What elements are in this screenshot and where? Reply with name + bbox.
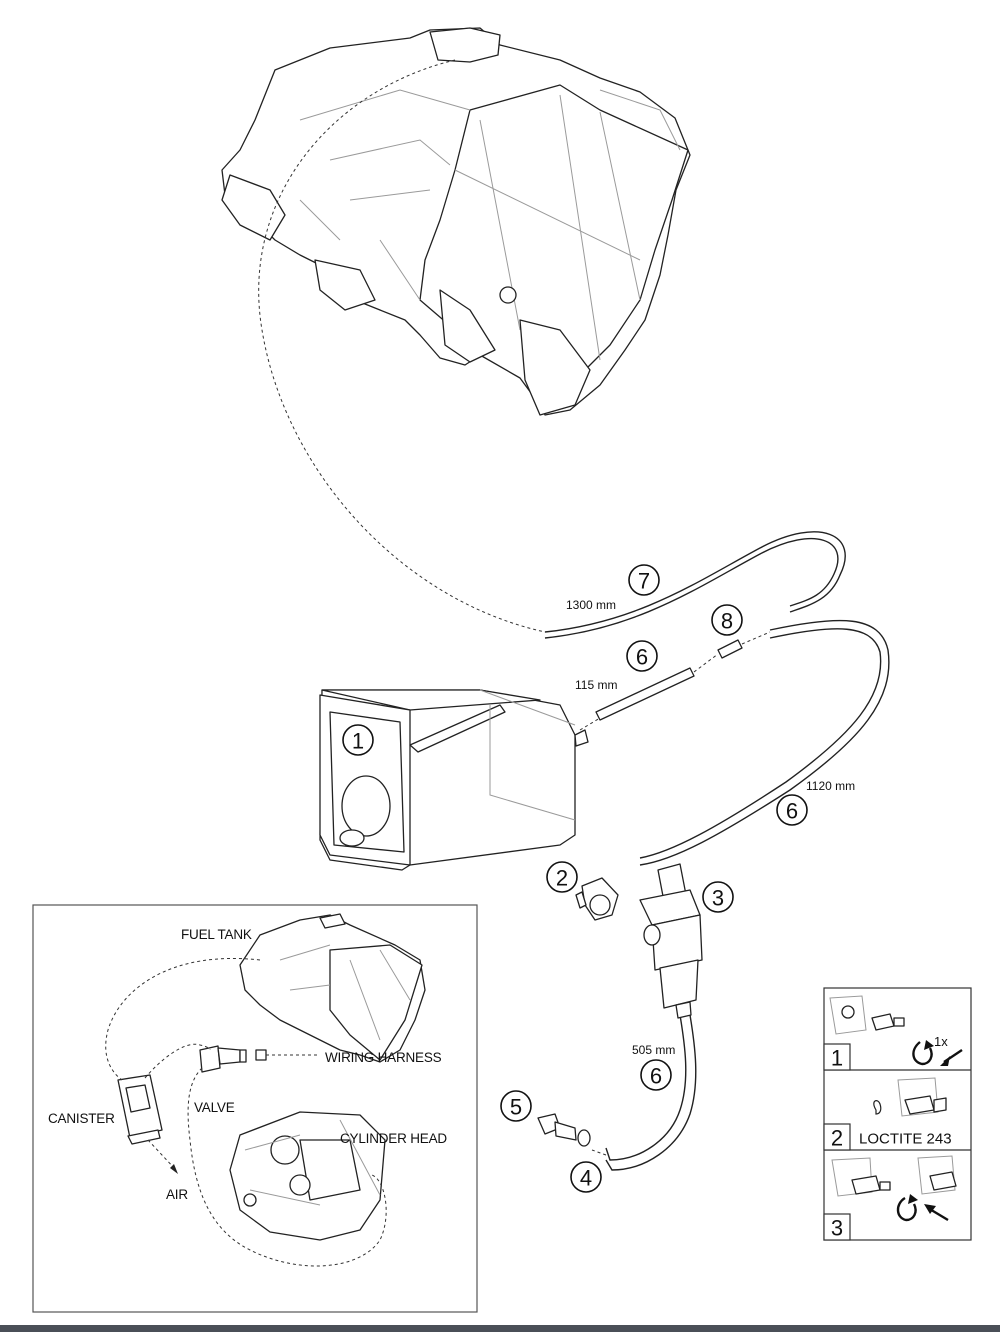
dim-hose-6-long: 1120 mm [806, 779, 855, 793]
callout-6-lower: 6 [640, 1059, 672, 1091]
dim-hose-6-lower: 505 mm [632, 1043, 675, 1057]
step-3-number: 3 [831, 1216, 843, 1241]
system-schematic-inset: FUEL TANK CANISTER VALVE WIRING HARNESS … [32, 904, 478, 1313]
step-3: 3 [823, 1155, 957, 1241]
inset-valve [199, 1045, 267, 1073]
callout-2: 2 [546, 861, 578, 893]
callout-7: 7 [628, 564, 660, 596]
callout-2-text: 2 [556, 866, 568, 891]
label-air: AIR [166, 1187, 188, 1202]
dim-hose-7: 1300 mm [566, 598, 616, 612]
hose-6-long [639, 619, 890, 866]
callout-3-text: 3 [712, 886, 724, 911]
hose-clamp-4 [577, 1129, 591, 1147]
bottom-bar [0, 1325, 1000, 1332]
callout-6-short: 6 [626, 640, 658, 672]
step-2-number: 2 [831, 1126, 843, 1151]
inset-fuel-tank [239, 913, 426, 1063]
inset-cylinder-head [229, 1111, 386, 1241]
callout-6-lower-text: 6 [650, 1064, 662, 1089]
hose-connector-8 [717, 639, 743, 659]
carbon-canister [319, 689, 589, 871]
callout-4: 4 [570, 1161, 602, 1193]
label-wiring-harness: WIRING HARNESS [325, 1050, 442, 1065]
hose-6-short [595, 667, 695, 721]
label-valve: VALVE [194, 1100, 235, 1115]
callout-4-text: 4 [580, 1166, 592, 1191]
loctite-drop-icon [873, 1100, 882, 1115]
callout-6-long: 6 [776, 794, 808, 826]
callout-7-text: 7 [638, 569, 650, 594]
step-1: 1 1x [823, 995, 963, 1071]
label-fuel-tank: FUEL TANK [181, 927, 252, 942]
callout-6-short-text: 6 [636, 645, 648, 670]
step-1-note: 1x [934, 1034, 948, 1049]
hose-7 [544, 531, 846, 633]
rotate-arrow-icon [912, 1041, 933, 1066]
callout-5-text: 5 [510, 1095, 522, 1120]
assembly-steps-panel: 1 1x 2 LOCTITE 243 3 [823, 987, 972, 1241]
inset-canister [117, 1074, 163, 1145]
callout-6-long-text: 6 [786, 799, 798, 824]
dim-hose-6-short: 115 mm [575, 678, 617, 692]
callout-3: 3 [702, 881, 734, 913]
step-1-number: 1 [831, 1046, 843, 1071]
step-2: 2 LOCTITE 243 [823, 1077, 952, 1151]
callout-1: 1 [342, 724, 374, 756]
callout-5: 5 [500, 1090, 532, 1122]
vent-hose-to-tank [258, 59, 546, 633]
step-2-note: LOCTITE 243 [859, 1131, 952, 1148]
rotate-arrow-icon-2 [896, 1196, 917, 1222]
hose-clamp-2 [575, 877, 619, 921]
callout-1-text: 1 [352, 729, 364, 754]
label-cylinder-head: CYLINDER HEAD [340, 1131, 447, 1146]
callout-8-text: 8 [721, 609, 733, 634]
purge-valve-3 [639, 863, 703, 1019]
nozzle-5 [537, 1113, 577, 1141]
label-canister: CANISTER [48, 1111, 115, 1126]
fuel-tank-drawing [221, 27, 691, 416]
callout-8: 8 [711, 604, 743, 636]
